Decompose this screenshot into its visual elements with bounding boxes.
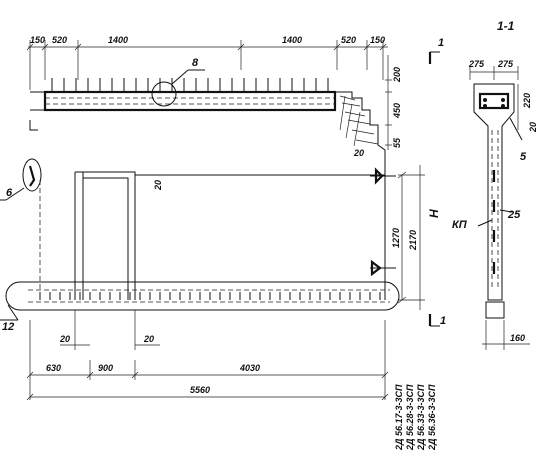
dim-top-3: 1400 [108, 35, 128, 45]
callout-6-label: 6 [6, 187, 13, 199]
dim-bottom-4030: 4030 [239, 363, 260, 373]
bottom-dimension-chain: 630 900 4030 5560 [26, 320, 389, 401]
right-dimension-line: 200 450 55 [385, 55, 402, 150]
dim-top-6: 150 [370, 35, 385, 45]
dim-top-1: 150 [30, 35, 45, 45]
web-opening [39, 165, 386, 300]
section-title: 1-1 [497, 19, 515, 33]
beam-bottom [5, 281, 400, 311]
callout-5-label: 5 [520, 151, 527, 163]
callout-kp-label: КП [452, 219, 468, 231]
beam-top [43, 78, 337, 112]
mark-2: 2Д 56.28-3-3СП [405, 384, 415, 451]
section-dim-top-right: 275 [497, 59, 514, 69]
callout-6: 6 [0, 158, 42, 201]
top-dimension-line: 150 520 1400 1400 520 150 [26, 35, 388, 90]
section-dim-side-small: 20 [528, 122, 538, 133]
section-marker-bottom: 1 [428, 314, 446, 327]
callout-12-label: 12 [2, 321, 14, 333]
dim-top-2: 520 [52, 35, 67, 45]
end-zone [335, 91, 386, 165]
dim-top-5: 520 [341, 35, 356, 45]
dim-height-2170: 2170 [408, 230, 418, 251]
dim-end-20: 20 [353, 148, 364, 158]
dim-height-1270: 1270 [391, 228, 401, 248]
left-stub [29, 91, 45, 131]
dim-web-top: 20 20 [153, 148, 364, 191]
section-marker-top: 1 [428, 37, 444, 64]
section-dim-bottom: 160 [510, 333, 525, 343]
bottom-stirrups [39, 292, 381, 300]
dim-right-1: 200 [392, 67, 402, 83]
embedded-plates [370, 167, 396, 277]
section-marker-bottom-label: 1 [440, 315, 446, 327]
mark-3: 2Д 56.33-3-3СП [416, 384, 426, 451]
mark-4: 2Д 56.36-3-3СП [427, 384, 437, 451]
dim-bottom-20a: 20 [59, 334, 70, 344]
dim-bottom-630: 630 [46, 363, 61, 373]
product-marks: 2Д 56.17-3-3СП 2Д 56.28-3-3СП 2Д 56.33-3… [394, 384, 437, 451]
dim-bottom-900: 900 [98, 363, 113, 373]
section-marker-top-label: 1 [438, 37, 444, 49]
dim-right-2: 450 [392, 103, 402, 119]
dim-bottom-small: 20 20 [59, 310, 160, 350]
dim-right-3: 55 [392, 137, 402, 148]
dim-web-20: 20 [153, 180, 163, 191]
top-stirrups [51, 78, 329, 92]
dim-bottom-20b: 20 [143, 334, 154, 344]
dim-top-4: 1400 [282, 35, 302, 45]
callout-8: 8 [151, 57, 205, 107]
callout-12: 12 [0, 304, 19, 333]
callout-8-label: 8 [192, 57, 199, 69]
section-1-1: 1-1 275 275 220 20 5 25 КП 160 [452, 19, 538, 350]
section-dim-side: 220 [522, 93, 532, 109]
dim-total-length: 5560 [190, 385, 210, 395]
section-dim-top-left: 275 [468, 59, 485, 69]
height-symbol: H [427, 209, 441, 218]
height-dimensions: 1270 2170 H [391, 165, 441, 310]
mark-1: 2Д 56.17-3-3СП [394, 384, 404, 451]
callout-25-label: 25 [507, 209, 521, 221]
